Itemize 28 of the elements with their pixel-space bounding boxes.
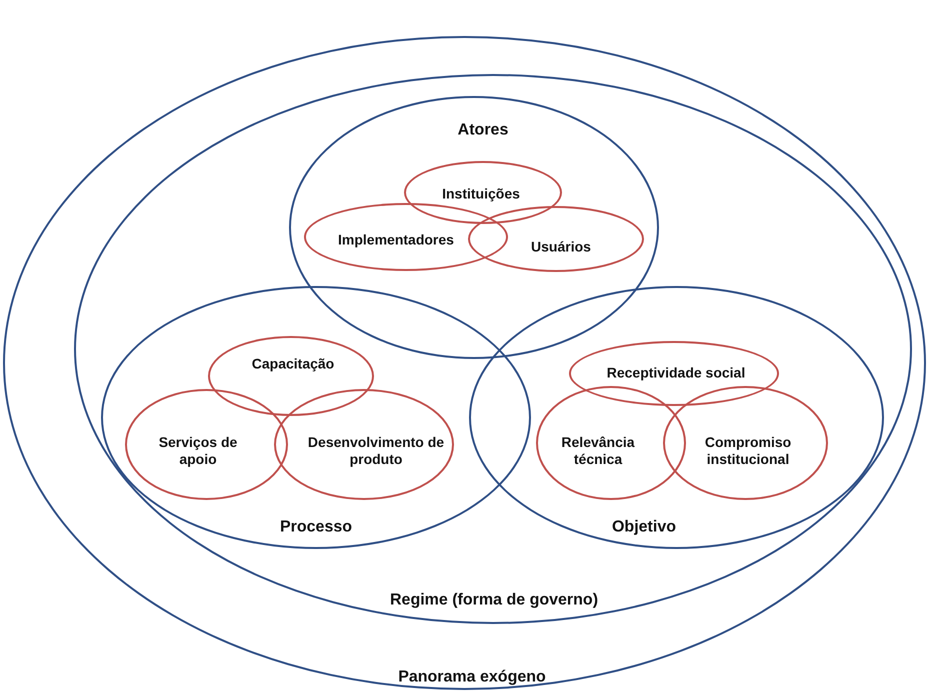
- domain-ellipse: [3, 36, 926, 690]
- factor-label: Usuários: [530, 238, 592, 256]
- factor-ellipse: [274, 389, 454, 500]
- domain-label: Regime (forma de governo): [388, 590, 600, 610]
- factor-label: Instituições: [441, 186, 521, 202]
- domain-label: Processo: [278, 517, 354, 537]
- domain-ellipse: [74, 74, 912, 624]
- domain-label: Panorama exógeno: [397, 667, 547, 687]
- domain-label: Atores: [456, 120, 510, 140]
- factor-ellipse: [663, 386, 828, 500]
- factor-ellipse: [304, 203, 508, 271]
- domain-ellipse: [101, 286, 531, 549]
- factor-ellipse: [208, 336, 374, 416]
- factor-ellipse: [468, 206, 644, 272]
- factor-label: Implementadores: [337, 232, 455, 248]
- factor-ellipse: [125, 389, 288, 500]
- domain-ellipse: [289, 96, 659, 359]
- factor-ellipse: [404, 161, 562, 224]
- factor-label: Compromiso institucional: [704, 434, 792, 468]
- factor-ellipse: [536, 386, 686, 500]
- factor-label: Relevância técnica: [560, 434, 636, 468]
- domain-ellipse: [469, 286, 884, 549]
- domain-label: Objetivo: [610, 517, 677, 537]
- factor-label: Desenvolvimento de produto: [306, 434, 446, 468]
- factor-ellipse: [569, 341, 779, 406]
- factor-label: Capacitação: [250, 356, 336, 372]
- factor-label: Serviços de apoio: [158, 434, 238, 468]
- factor-label: Receptividade social: [606, 364, 746, 382]
